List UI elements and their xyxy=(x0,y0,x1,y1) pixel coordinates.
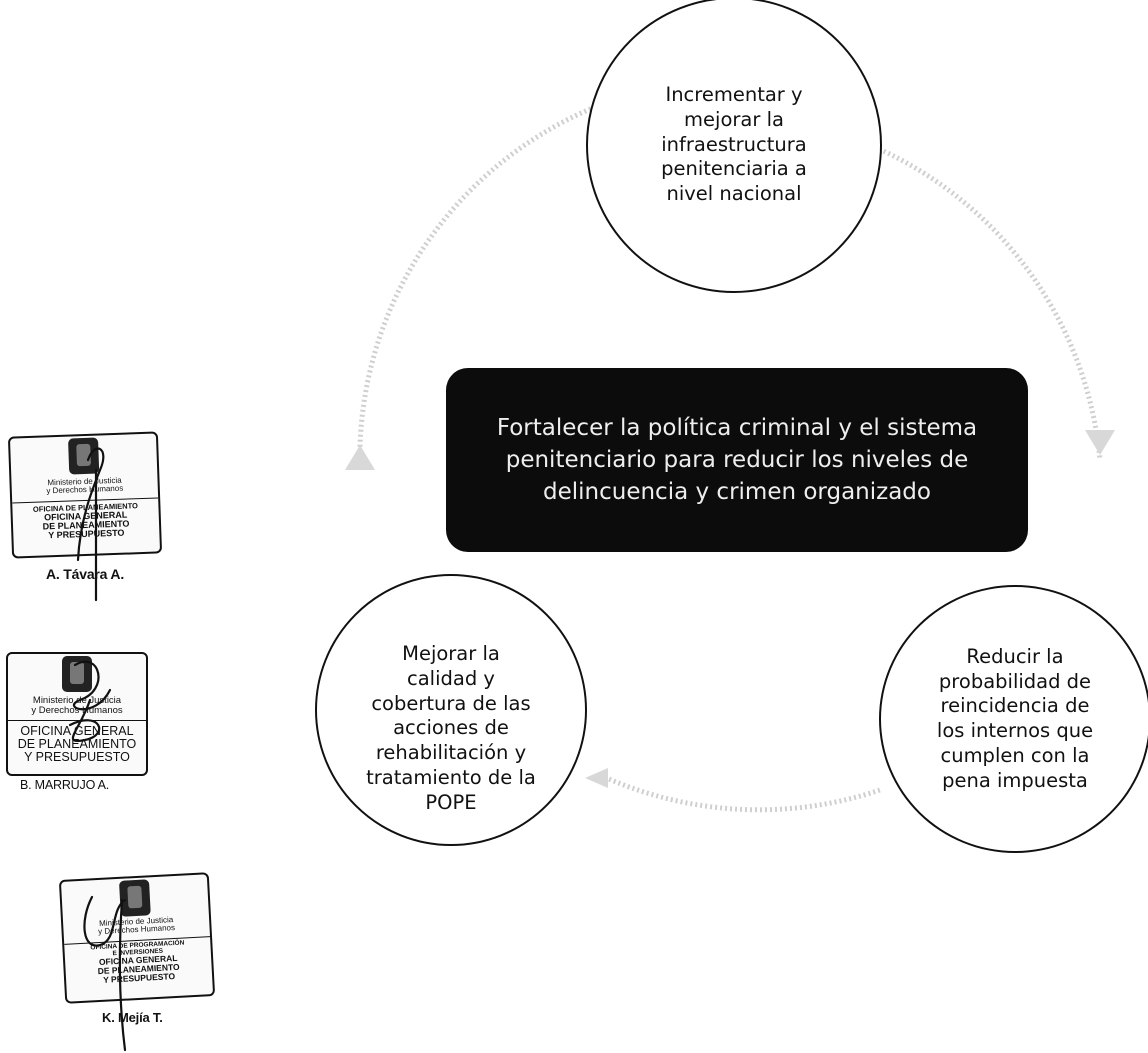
objective-left-circle: Mejorar la calidad y cobertura de las ac… xyxy=(315,574,587,846)
stamp-office: OFICINA GENERAL DE PLANEAMIENTO Y PRESUP… xyxy=(17,724,137,764)
objective-top-circle: Incrementar y mejorar la infraestructura… xyxy=(586,0,882,293)
arrow-bottom-icon xyxy=(585,768,608,788)
objective-left-line: tratamiento de la xyxy=(366,765,536,789)
approval-stamp: Ministerio de Justicia y Derechos Humano… xyxy=(58,872,216,1004)
objective-right-line: pena impuesta xyxy=(942,768,1088,792)
approval-stamp: Ministerio de Justicia y Derechos Humano… xyxy=(6,652,148,776)
stamp-signer: K. Mejía T. xyxy=(102,1010,163,1025)
objective-left-line: calidad y xyxy=(407,666,495,690)
coat-of-arms-icon xyxy=(68,437,100,475)
objective-top-line: Incrementar y xyxy=(665,83,803,107)
objective-top-line: nivel nacional xyxy=(666,182,802,206)
objective-right-line: reincidencia de xyxy=(940,694,1090,718)
objective-left-line: POPE xyxy=(425,790,477,814)
objective-left-line: cobertura de las xyxy=(371,691,531,715)
objective-right-line: los internos que xyxy=(936,719,1094,742)
objective-top-line: infraestructura xyxy=(661,132,807,156)
central-goal-box: Fortalecer la política criminal y el sis… xyxy=(446,368,1028,552)
objective-top-line: penitenciaria a xyxy=(661,157,807,181)
coat-of-arms-icon xyxy=(118,879,151,917)
objective-right-line: Reducir la xyxy=(966,644,1064,668)
objective-top-line: mejorar la xyxy=(684,107,784,131)
stamp-signer: A. Távara A. xyxy=(46,566,125,582)
central-goal-text: Fortalecer la política criminal y el sis… xyxy=(496,414,978,506)
stamp-ministry: Ministerio de Justicia y Derechos Humano… xyxy=(46,475,124,496)
objective-right-line: probabilidad de xyxy=(938,669,1092,693)
objective-right-circle: Reducir la probabilidad de reincidencia … xyxy=(879,585,1148,853)
stamp-signer: B. MARRUJO A. xyxy=(20,778,110,792)
approval-stamp: Ministerio de Justicia y Derechos Humano… xyxy=(7,431,163,559)
objective-left-line: acciones de xyxy=(393,716,509,740)
objective-left-line: Mejorar la xyxy=(402,642,500,665)
stamp-office: OFICINA DE PROGRAMACIÓN E INVERSIONES OF… xyxy=(90,939,185,985)
objective-right-line: cumplen con la xyxy=(940,743,1090,767)
coat-of-arms-icon xyxy=(62,656,92,692)
objective-left-line: rehabilitación y xyxy=(375,741,527,764)
stamp-ministry: Ministerio de Justicia y Derechos Humano… xyxy=(97,915,176,937)
stamp-office: OFICINA DE PLANEAMIENTO OFICINA GENERAL … xyxy=(32,501,139,541)
arrow-left-icon xyxy=(345,445,375,470)
stamp-ministry: Ministerio de Justicia y Derechos Humano… xyxy=(31,695,123,716)
arrow-right-icon xyxy=(1085,430,1115,455)
